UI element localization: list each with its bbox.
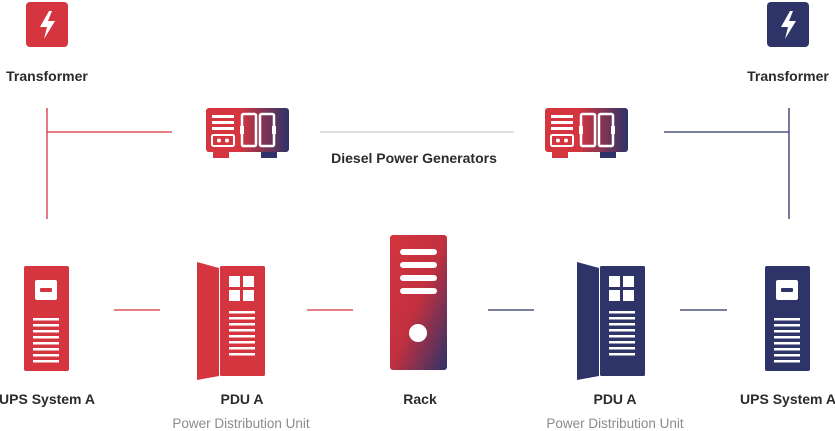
- pdu-left-label: PDU A: [220, 391, 264, 407]
- pdu-left-sublabel: Power Distribution Unit: [172, 416, 310, 431]
- ups-right-icon: [765, 266, 810, 371]
- generator-left-icon: [206, 108, 289, 158]
- transformer-left-label: Transformer: [6, 68, 88, 84]
- ups-left-label: UPS System A: [0, 391, 95, 407]
- diesel-generators-label: Diesel Power Generators: [331, 150, 497, 166]
- pdu-right-sublabel: Power Distribution Unit: [546, 416, 684, 431]
- generator-right-icon: [545, 108, 628, 158]
- pdu-left-icon: [197, 262, 265, 380]
- ups-right-label: UPS System A: [740, 391, 835, 407]
- pdu-right-icon: [577, 262, 645, 380]
- transformer-right-label: Transformer: [747, 68, 829, 84]
- ups-left-icon: [24, 266, 69, 371]
- rack-icon: [390, 235, 447, 370]
- transformer-right-icon: [767, 2, 809, 47]
- pdu-right-label: PDU A: [593, 391, 637, 407]
- transformer-left-icon: [26, 2, 68, 47]
- rack-label: Rack: [403, 391, 437, 407]
- connection-lines: [46, 108, 790, 311]
